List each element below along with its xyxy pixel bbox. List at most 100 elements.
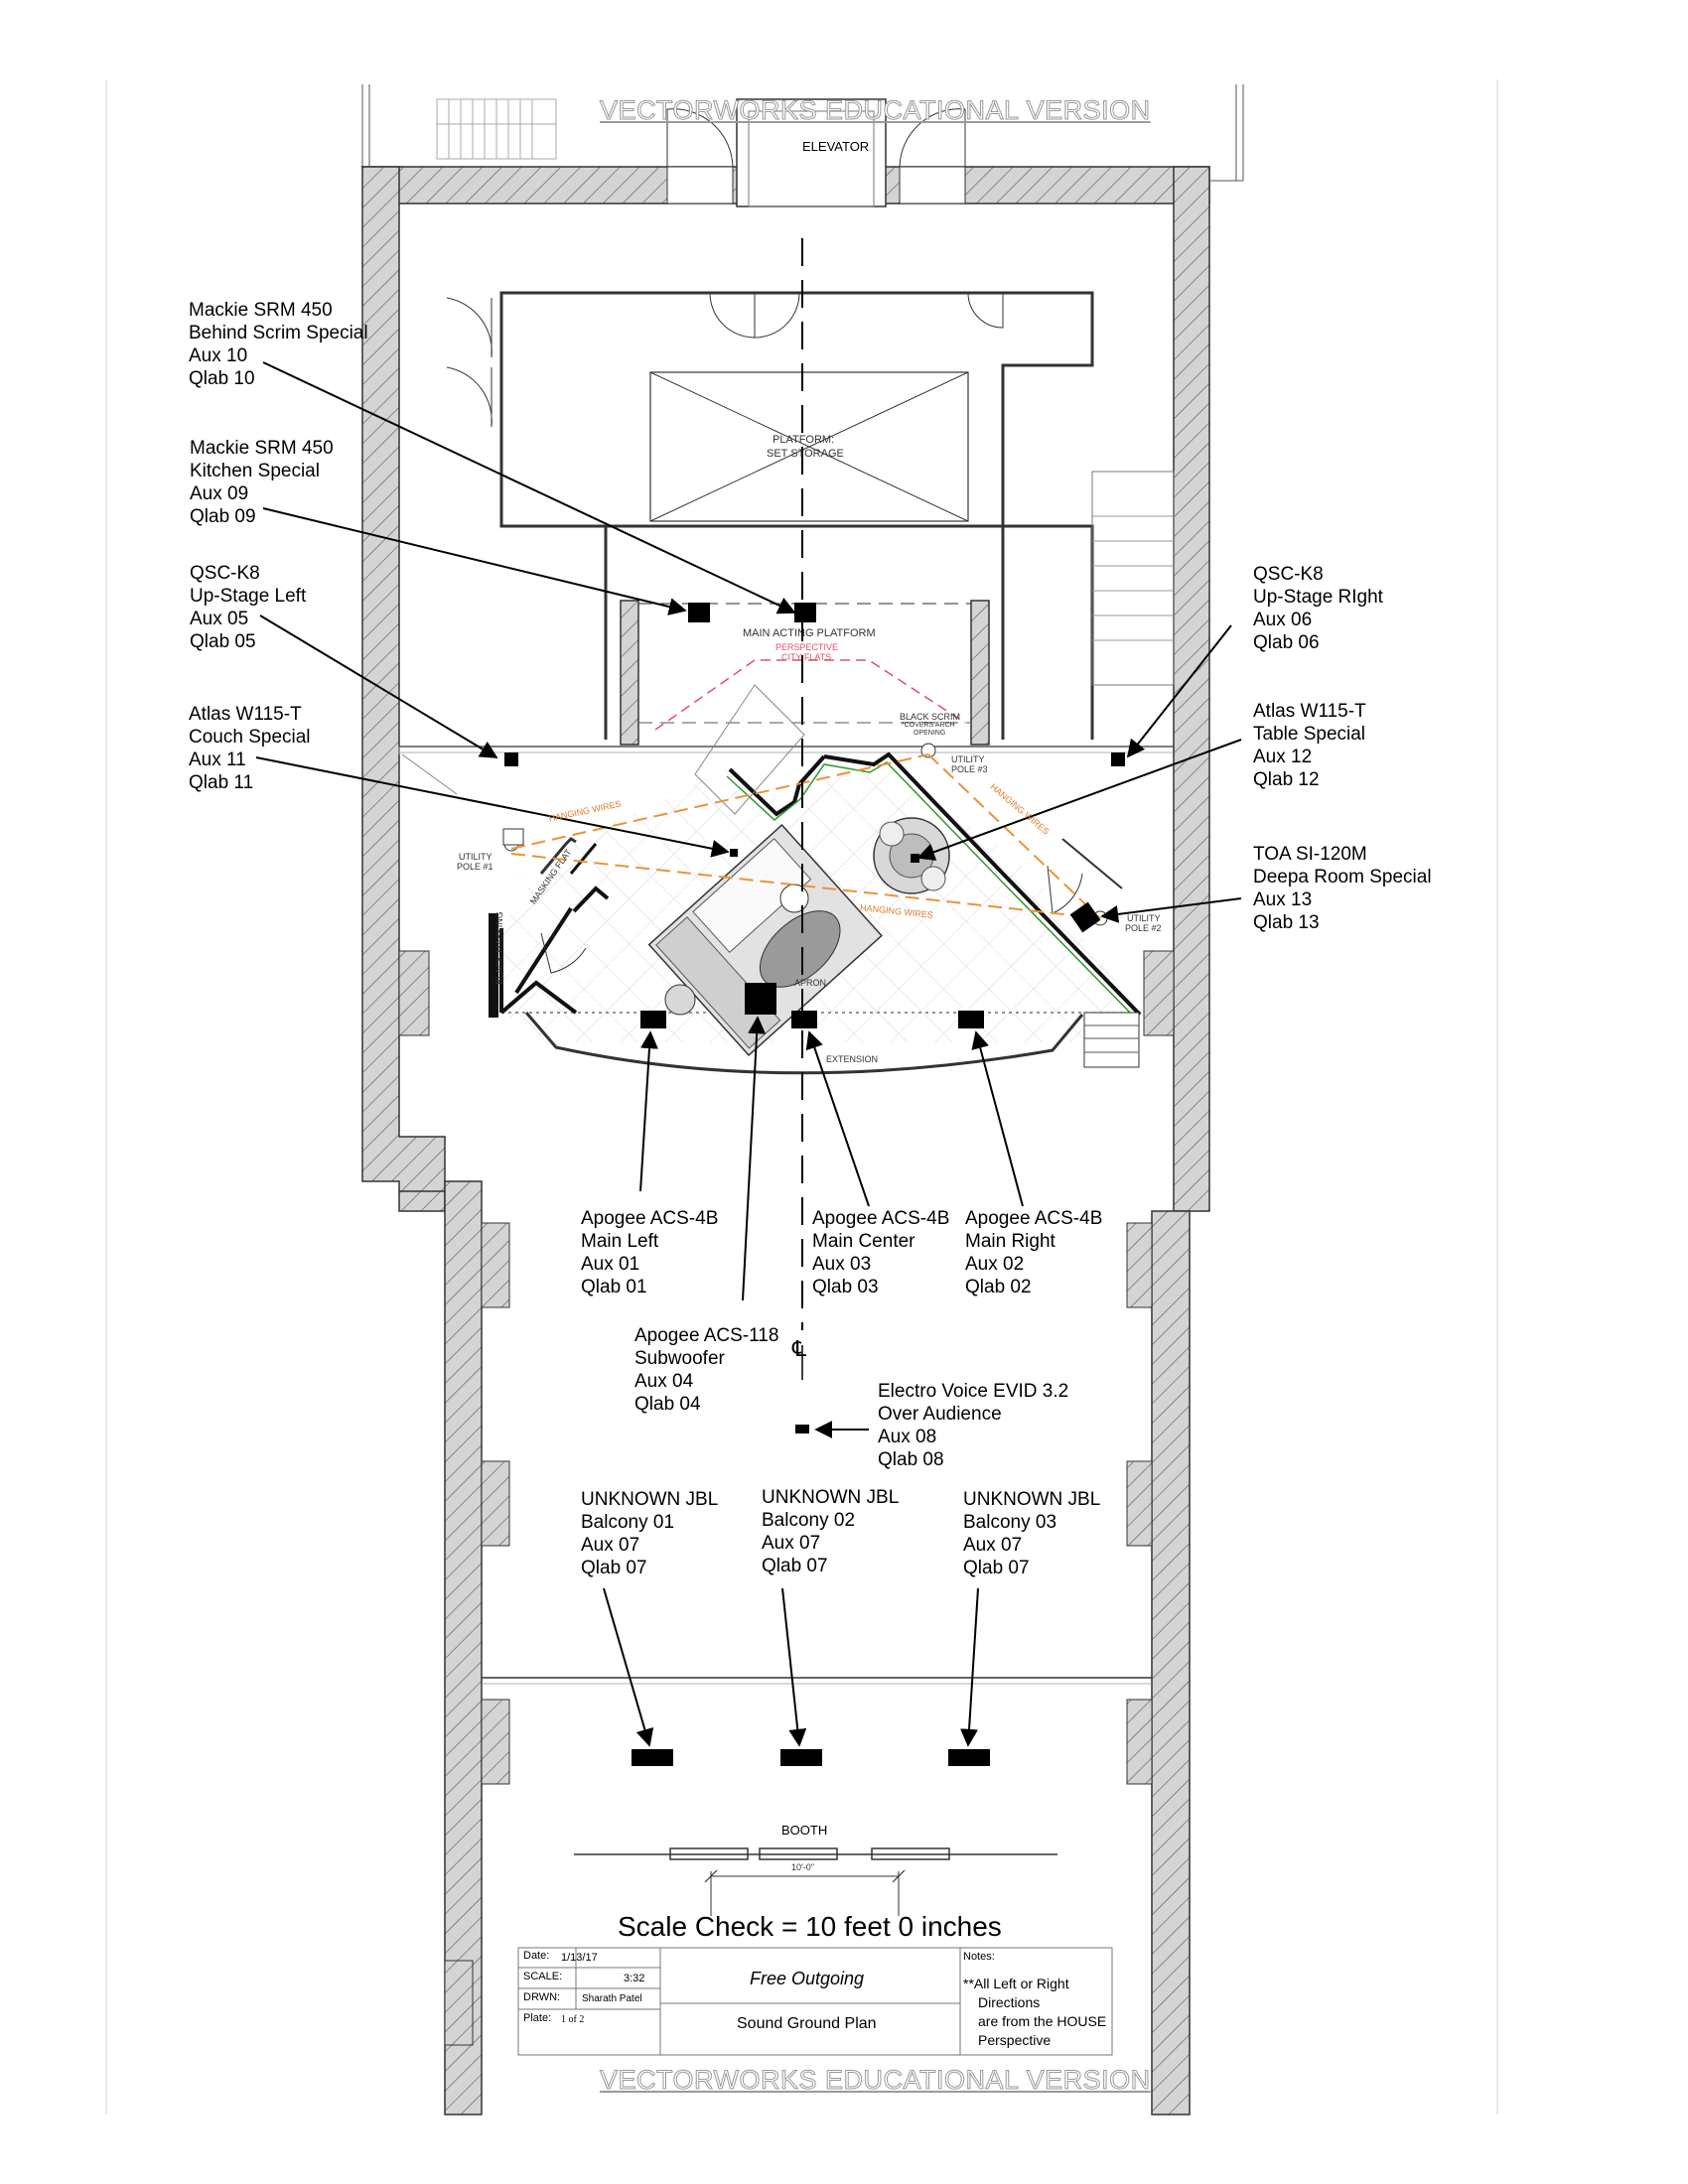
tb-scale-label: SCALE: [523, 1971, 563, 1982]
callout-position: Kitchen Special [190, 461, 320, 481]
callout-apogee-main-left: Apogee ACS-4B Main Left Aux 01 Qlab 01 [581, 1207, 718, 1298]
callout-qsc-upstage-right: QSC-K8 Up-Stage RIght Aux 06 Qlab 06 [1253, 563, 1383, 654]
leader-lines [255, 361, 1242, 1747]
speaker-toa-deepa [1069, 901, 1101, 933]
utility-pole-3-label-1: UTILITY [951, 754, 985, 764]
tb-drawn-label: DRWN: [523, 1991, 561, 2003]
black-masking-label: BLACK MASKING [493, 911, 504, 985]
black-scrim-label-1: BLACK SCRIM [900, 712, 961, 722]
dimension-label: 10'-0" [791, 1862, 814, 1872]
tb-drawn-value: Sharath Patel [582, 1993, 642, 2004]
speaker-qsc-upstage-right [1111, 752, 1125, 766]
speaker-atlas-table [911, 854, 919, 863]
callout-model: Apogee ACS-4B [965, 1208, 1103, 1229]
callout-position: Couch Special [189, 727, 311, 748]
callout-jbl-balcony-01: UNKNOWN JBL Balcony 01 Aux 07 Qlab 07 [581, 1488, 718, 1579]
callout-atlas-table: Atlas W115-T Table Special Aux 12 Qlab 1… [1253, 700, 1366, 791]
callout-model: Mackie SRM 450 [189, 300, 333, 321]
callout-qsc-upstage-left: QSC-K8 Up-Stage Left Aux 05 Qlab 05 [190, 562, 306, 653]
callout-aux: Aux 07 [963, 1535, 1023, 1556]
perspective-flats-label-1: PERSPECTIVE [775, 642, 839, 652]
callout-qlab: Qlab 08 [878, 1449, 944, 1470]
speaker-ev-over-audience [795, 1425, 809, 1433]
apron-label: APRON [794, 978, 827, 988]
booth [574, 1847, 1057, 1916]
callout-aux: Aux 06 [1253, 610, 1313, 630]
speaker-jbl-balcony-02 [780, 1749, 822, 1766]
callout-model: Atlas W115-T [1253, 701, 1366, 722]
tb-scale-value: 3:32 [624, 1973, 645, 1984]
callout-aux: Aux 10 [189, 345, 248, 366]
callout-qlab: Qlab 09 [190, 506, 256, 527]
callout-qlab: Qlab 12 [1253, 769, 1320, 790]
speaker-jbl-balcony-03 [948, 1749, 990, 1766]
callout-apogee-main-center: Apogee ACS-4B Main Center Aux 03 Qlab 03 [812, 1207, 949, 1298]
utility-pole-2-label-2: POLE #2 [1125, 923, 1162, 933]
stage-set [398, 684, 1142, 1075]
extension-label: EXTENSION [826, 1054, 879, 1064]
watermark-bottom: VECTORWORKS EDUCATIONAL VERSION [600, 2065, 1151, 2096]
callout-position: Up-Stage RIght [1253, 587, 1383, 608]
title-block-frame [517, 1947, 1113, 2056]
platform-label-2: SET STORAGE [767, 448, 844, 460]
speaker-jbl-balcony-01 [632, 1749, 673, 1766]
callout-position: Subwoofer [634, 1348, 725, 1369]
speaker-apogee-main-right [958, 1011, 984, 1028]
callout-aux: Aux 07 [581, 1535, 640, 1556]
callout-qlab: Qlab 03 [812, 1277, 879, 1297]
perspective-flats-label-2: CITY FLATS [781, 652, 832, 662]
speaker-atlas-couch [730, 849, 738, 857]
callout-model: UNKNOWN JBL [762, 1487, 900, 1508]
callout-model: TOA SI-120M [1253, 844, 1367, 865]
callout-model: Apogee ACS-4B [812, 1208, 950, 1229]
tb-drawing-title: Sound Ground Plan [737, 2015, 877, 2032]
callout-ev-over-audience: Electro Voice EVID 3.2 Over Audience Aux… [878, 1380, 1068, 1471]
callout-srm450-scrim: Mackie SRM 450 Behind Scrim Special Aux … [189, 299, 368, 390]
utility-pole-1-label-2: POLE #1 [457, 862, 493, 872]
tb-date-value: 1/13/17 [561, 1952, 598, 1964]
callout-aux: Aux 02 [965, 1254, 1025, 1275]
callout-model: Apogee ACS-4B [581, 1208, 719, 1229]
callout-model: Apogee ACS-118 [634, 1325, 779, 1346]
booth-label: BOOTH [781, 1823, 828, 1838]
callout-model: Atlas W115-T [189, 704, 302, 725]
callout-position: Behind Scrim Special [189, 323, 368, 343]
callout-qlab: Qlab 11 [189, 772, 254, 793]
callout-position: Deepa Room Special [1253, 867, 1432, 887]
callout-qlab: Qlab 04 [634, 1394, 701, 1415]
black-scrim-label-3: OPENING [914, 730, 946, 737]
callout-aux: Aux 04 [634, 1371, 694, 1392]
tb-note-line-1: **All Left or Right [963, 1976, 1069, 1991]
callout-model: Electro Voice EVID 3.2 [878, 1381, 1069, 1402]
speaker-srm450-scrim [794, 603, 816, 622]
callout-model: UNKNOWN JBL [963, 1489, 1101, 1510]
black-scrim-label-2: *COVERS ARCH [902, 722, 955, 729]
callout-apogee-sub: Apogee ACS-118 Subwoofer Aux 04 Qlab 04 [634, 1324, 778, 1416]
speaker-apogee-main-left [640, 1011, 666, 1028]
callout-qlab: Qlab 07 [762, 1556, 828, 1576]
callout-qlab: Qlab 05 [190, 631, 256, 652]
callout-apogee-main-right: Apogee ACS-4B Main Right Aux 02 Qlab 02 [965, 1207, 1102, 1298]
callout-model: Mackie SRM 450 [190, 438, 334, 459]
speaker-symbols [504, 603, 1125, 1766]
speaker-srm450-kitchen [688, 603, 710, 622]
callout-aux: Aux 12 [1253, 747, 1313, 767]
tb-note-line-4: Perspective [978, 2032, 1052, 2048]
callout-aux: Aux 03 [812, 1254, 872, 1275]
callout-position: Main Right [965, 1231, 1055, 1252]
main-acting-platform-label: MAIN ACTING PLATFORM [743, 627, 876, 639]
tb-note-line-3: are from the HOUSE [978, 2013, 1107, 2029]
callout-qlab: Qlab 10 [189, 368, 255, 389]
callout-position: Over Audience [878, 1404, 1002, 1425]
hanging-wires [510, 753, 1101, 919]
callout-position: Balcony 02 [762, 1510, 856, 1531]
callout-position: Table Special [1253, 724, 1366, 745]
callout-qlab: Qlab 02 [965, 1277, 1032, 1297]
utility-pole-2-label-1: UTILITY [1127, 913, 1161, 923]
callout-jbl-balcony-02: UNKNOWN JBL Balcony 02 Aux 07 Qlab 07 [762, 1486, 899, 1577]
callout-aux: Aux 08 [878, 1427, 937, 1447]
speaker-apogee-main-center [791, 1011, 817, 1028]
scale-check: Scale Check = 10 feet 0 inches [618, 1911, 1002, 1942]
tb-plate-value: 1 of 2 [561, 2014, 585, 2025]
